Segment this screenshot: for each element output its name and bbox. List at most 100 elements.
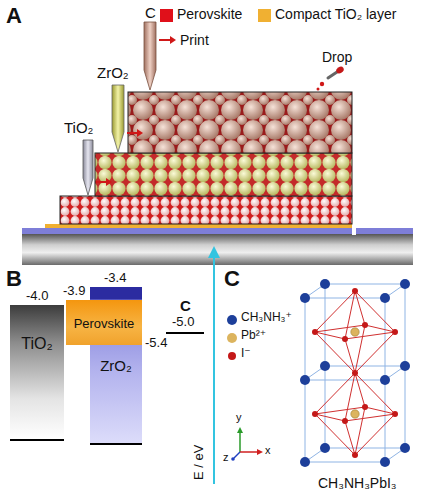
device-stack [22,92,413,265]
energy-diagram [166,246,220,484]
iodide-atom [392,411,398,417]
lead-atom [351,328,359,336]
octahedron-edge [355,332,395,373]
cell-edge [325,366,405,367]
iodide-atom [362,322,368,328]
nozzle-label: TiO₂ [64,119,93,136]
iodide-atom [342,418,348,424]
axis-letter: z [223,451,229,464]
formula-label: CH₃NH₃PbI₃ [318,475,397,491]
methylammonium-atom [400,361,410,371]
electrode-label: C [180,297,191,314]
compact-tio2-layer [45,224,352,228]
mesoporous-tio2-layer [60,196,352,224]
octahedron-edge [355,373,365,407]
lead-atom [351,410,359,418]
fto-layer [22,228,413,234]
legend-text: I⁻ [241,347,251,361]
methylammonium-atom [380,457,390,467]
arrow-head [137,129,143,137]
band-label: ZrO₂ [100,357,132,374]
tio2-band: TiO₂ [10,305,64,441]
legend-text: CH₃NH₃⁺ [241,311,292,325]
methylammonium-atom [400,443,410,453]
octahedron-edge [355,414,395,455]
legend-text: Pb²⁺ [241,329,266,343]
energy-value: -3.4 [104,271,126,286]
zro2-layer [95,153,352,196]
axis-title: E / eV [192,445,207,480]
arrow-head [106,178,112,186]
energy-value: -5.4 [145,336,167,351]
methylammonium-atom [300,375,310,385]
arrow-head [170,36,176,44]
perovskite-band: Perovskite [66,300,142,345]
y-axis [239,432,241,452]
iodide-atom [352,452,358,458]
crystal-structure [300,279,410,467]
cell-edge [305,298,385,299]
axis-letter: y [236,411,242,424]
legend-swatch [227,315,237,325]
energy-value: -3.9 [63,284,85,299]
legend-swatch [228,352,236,360]
iodide-atom [362,404,368,410]
octahedron-edge [345,421,355,455]
octahedron-edge [355,291,365,325]
iodide-atom [352,288,358,294]
nozzle-label: C [145,4,156,21]
z-axis [234,452,240,458]
legend-swatch [258,9,271,22]
band-label: Perovskite [74,317,135,332]
octahedron-edge [365,407,395,414]
x-axis [240,451,258,453]
pipette-bulb [335,65,345,75]
octahedron-edge [315,414,345,421]
legend-swatch [227,333,237,343]
panel-letter: B [6,266,22,291]
print-nozzles [83,22,176,195]
cell-edge [325,448,405,449]
move-arrow [127,132,137,134]
axis-letter: x [265,444,271,457]
axis-arrow-head [208,246,220,258]
octahedron-edge [345,339,355,373]
energy-value: -4.0 [26,289,48,304]
iodide-atom [312,329,318,335]
methylammonium-atom [380,375,390,385]
panel-letter: C [224,266,240,291]
cell-edge [305,462,385,463]
panel-letter: A [6,3,22,28]
carbon-level-line [166,332,204,334]
carbon-nozzle [144,22,156,90]
move-arrow [96,181,106,183]
band-label: TiO₂ [21,335,52,353]
print-arrow [159,39,170,41]
glass-substrate [22,234,413,265]
iodide-atom [352,370,358,376]
methylammonium-atom [320,443,330,453]
methylammonium-atom [320,361,330,371]
methylammonium-atom [320,279,330,289]
dropper [317,65,345,90]
legend-text: Compact TiO₂ layer [275,6,396,22]
octahedron-edge [315,373,355,414]
legend-swatch [160,9,173,22]
arrow-head [237,427,243,433]
arrow-head [231,457,235,461]
iodide-atom [312,411,318,417]
methylammonium-atom [300,293,310,303]
tio2-nozzle [83,140,93,195]
iodide-atom [342,336,348,342]
iodide-atom [392,329,398,335]
drop [317,88,320,91]
nozzle-label: ZrO₂ [97,64,129,81]
fto-etch-gap [352,227,356,235]
cell-edge [305,380,385,381]
action-label: Print [180,32,209,48]
axis-triad [231,427,263,461]
octahedron-edge [365,325,395,332]
energy-value: -5.0 [172,315,194,330]
drop [320,82,324,86]
